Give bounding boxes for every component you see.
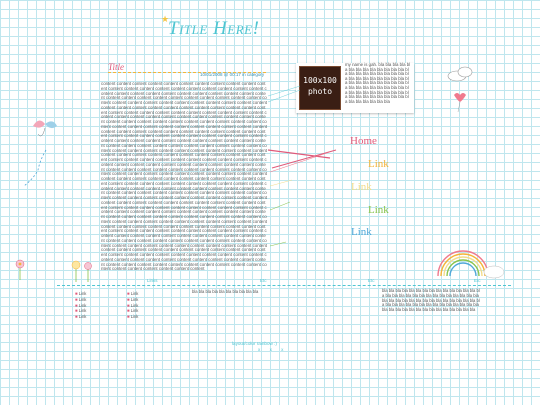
nav-link-4[interactable]: Link	[351, 226, 372, 238]
site-title[interactable]: Title Here!	[168, 18, 260, 39]
footer-etc-text: bla bla bla bla bla bla bla bla bla bla	[192, 289, 259, 294]
footer-link[interactable]: Link	[78, 308, 87, 314]
footer-link[interactable]: Link	[130, 291, 139, 296]
butterfly-icon	[23, 120, 57, 187]
pencil-icon	[267, 149, 337, 173]
footer-link[interactable]: Link	[130, 302, 139, 308]
about-text: my name is gah. bla bla bla bla bla bla …	[345, 62, 411, 104]
footer-heading-etc-3: Etc	[474, 278, 481, 283]
footer-link[interactable]: Link	[130, 308, 139, 314]
footer-link[interactable]: Link	[78, 291, 87, 296]
footer-links-col-1: ■ Link ■ Link ■ Link ■ Link ■ Link	[75, 291, 87, 320]
post-title-divider	[108, 72, 266, 73]
footer-credit: layout/color rainbow :)	[232, 341, 277, 346]
star-icon: ★	[161, 14, 170, 24]
footer-heading-links: Links	[147, 278, 158, 283]
footer-link[interactable]: Link	[78, 302, 87, 308]
footer-link[interactable]: Link	[130, 296, 139, 302]
post-meta: 10/01/2008 @ 00:17 in category	[200, 72, 265, 77]
footer-link[interactable]: Link	[130, 314, 139, 320]
footer-links-col-2: ■ Link ■ Link ■ Link ■ Link ■ Link	[127, 291, 139, 320]
nav-home-link[interactable]: Home	[350, 135, 377, 147]
footer-heading-etc-2: Etc	[368, 278, 375, 283]
post-body: content content content content content …	[101, 82, 267, 272]
nav-link-3[interactable]: Link	[368, 204, 389, 216]
footer-link[interactable]: Link	[78, 296, 87, 302]
cloud-icon	[447, 66, 473, 82]
footer-etc-block: bla bla bla bla bla bla bla bla bla bla …	[382, 288, 480, 313]
profile-photo: 100x100 photo	[299, 66, 341, 110]
heart-balloon-icon	[454, 93, 466, 113]
footer-divider	[57, 285, 511, 286]
flower-icon	[15, 259, 92, 282]
footer-credit-dots: x x x	[258, 347, 288, 352]
nav-link-1[interactable]: Link	[368, 158, 389, 170]
footer-heading-etc-1: Etc	[260, 278, 267, 283]
rainbow-icon	[437, 250, 505, 279]
post-title[interactable]: Title	[108, 62, 125, 72]
footer-link[interactable]: Link	[78, 314, 87, 320]
nav-link-2[interactable]: Link	[351, 181, 372, 193]
